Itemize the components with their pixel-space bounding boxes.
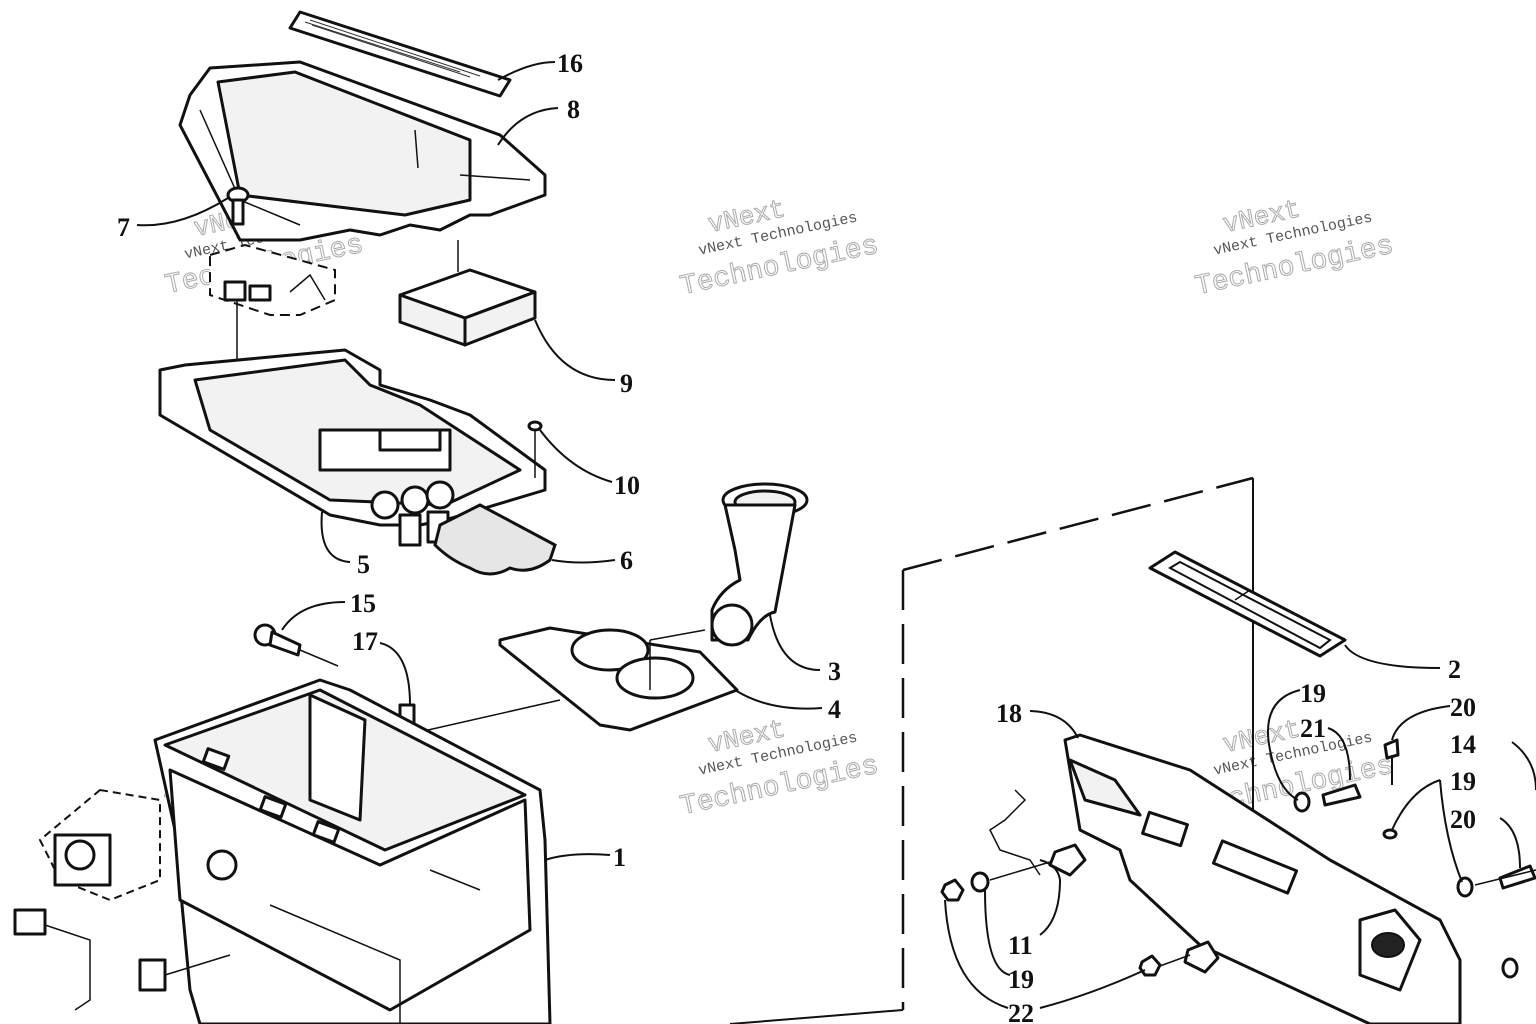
callout-19-bottom: 19 xyxy=(1008,965,1034,994)
callout-19-top: 19 xyxy=(1300,679,1326,708)
callout-11: 11 xyxy=(1008,931,1033,960)
callout-7: 7 xyxy=(117,213,130,242)
part-5-tray xyxy=(158,348,547,547)
callout-1: 1 xyxy=(613,843,626,872)
callout-4: 4 xyxy=(828,695,841,724)
electronic-module xyxy=(209,243,336,390)
callout-3: 3 xyxy=(828,657,841,686)
part-15-screw xyxy=(253,623,302,657)
washer-19b xyxy=(1382,828,1398,840)
part-4-plate xyxy=(498,626,739,732)
callout-2: 2 xyxy=(1448,655,1461,684)
callout-18: 18 xyxy=(996,699,1022,728)
part-17-fastener xyxy=(299,649,561,731)
callout-22: 22 xyxy=(1008,999,1034,1024)
clip-11 xyxy=(1048,843,1087,877)
part-3-elbow xyxy=(710,482,809,647)
hardware-group xyxy=(940,738,1536,979)
callout-16: 16 xyxy=(557,49,583,78)
washer-19d xyxy=(970,871,990,893)
callout-5: 5 xyxy=(357,550,370,579)
callout-15: 15 xyxy=(350,589,376,618)
callout-19-right: 19 xyxy=(1450,767,1476,796)
part-7-screw xyxy=(226,186,250,226)
part-6-foam xyxy=(433,503,557,576)
part-8-cover xyxy=(178,60,547,242)
part-9-filter-pad xyxy=(398,240,537,347)
callout-21: 21 xyxy=(1300,714,1326,743)
callout-20-top: 20 xyxy=(1450,693,1476,722)
callout-9: 9 xyxy=(620,369,633,398)
callout-20-right: 20 xyxy=(1450,805,1476,834)
part-16-decal xyxy=(288,10,512,98)
washer-14 xyxy=(1501,957,1519,979)
bolt-20b xyxy=(1498,864,1536,890)
callout-10: 10 xyxy=(614,471,640,500)
rod-11 xyxy=(989,789,1041,876)
callout-14: 14 xyxy=(1450,730,1476,759)
part-18-duct xyxy=(1063,733,1462,1024)
bolt-21 xyxy=(1321,783,1362,807)
leader-lines xyxy=(136,61,1536,1009)
washer-19a xyxy=(1293,791,1311,813)
part-1-housing xyxy=(153,678,552,1024)
section-frame xyxy=(729,476,1254,1024)
callout-8: 8 xyxy=(567,95,580,124)
washer-19c xyxy=(1456,876,1474,898)
clip-22 xyxy=(1183,940,1220,974)
blower-actuator-assembly xyxy=(13,788,231,1011)
nut-22a xyxy=(940,878,965,902)
bolt-20a-head xyxy=(1383,738,1400,760)
callout-17: 17 xyxy=(352,627,378,656)
part-2-gasket xyxy=(1148,550,1347,658)
nut-22b xyxy=(1138,954,1162,977)
callout-6: 6 xyxy=(620,546,633,575)
callout-labels: 16 8 7 9 10 5 6 15 17 3 4 1 2 19 21 20 1… xyxy=(117,49,1476,1024)
part-10-screw xyxy=(527,420,543,478)
